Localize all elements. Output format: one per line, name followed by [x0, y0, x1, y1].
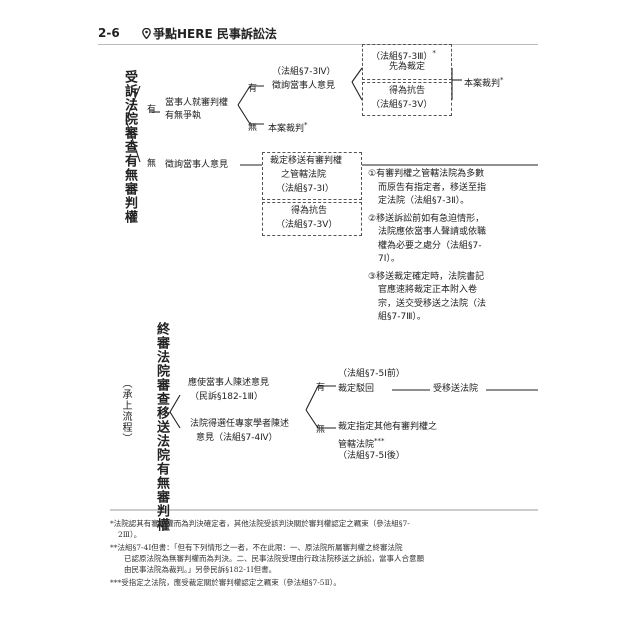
- designate-court-line2: 管轄法院***: [338, 435, 385, 452]
- ask-opinion-2: 徵詢當事人意見: [165, 160, 229, 170]
- note-item: ①有審判權之管轄法院為多數 而原告有指定者，移送至指 定法院（法組§7-3Ⅱ）。: [368, 168, 486, 209]
- note-3-line: ③移送裁定確定時，法院書記: [368, 271, 485, 282]
- jurisdiction-no-label: 無: [316, 425, 326, 435]
- footnote-2-line: **法組§7-4Ⅰ但書：「但有下列情形之一者，不在此限：一、原法院所屬審判權之終…: [110, 543, 403, 552]
- footnote-2-line: 由民事法院為裁判。」另參民訴§182-1Ⅰ但書。: [124, 565, 277, 574]
- expert-opinion-line2: 意見（法組§7-4Ⅳ）: [196, 433, 278, 443]
- party-dispute-line1: 當事人就審判權: [165, 98, 229, 108]
- location-pin-icon: [142, 27, 151, 40]
- footnote-marker: *: [500, 76, 504, 84]
- designate-court-line1: 裁定指定其他有審判權之: [338, 422, 438, 432]
- note-3-line: 宗，送交受移送之法院（法: [378, 298, 487, 309]
- note-2-line: ②移送訴訟前如有急迫情形，: [368, 213, 485, 224]
- box1-cite-text: （法組§7-3Ⅲ）: [371, 52, 433, 62]
- box-pre-ruling: [362, 44, 452, 80]
- footnote-marker: *: [304, 121, 308, 129]
- footnotes: *法院認其有審判權而為判決確定者，其他法院受該判決關於審判權認定之羈束（參法組§…: [110, 518, 424, 588]
- this-case-judgment-text: 本案裁判: [268, 124, 305, 134]
- jurisdiction-yes-label: 有: [316, 383, 326, 393]
- box2-line4: 得為抗告: [291, 206, 328, 216]
- designate-court-cite: （法組§7-5Ⅰ後）: [338, 451, 405, 461]
- box2-line5: （法組§7-3Ⅴ）: [276, 220, 338, 230]
- note-3-line: 官應速將裁定正本附入卷: [378, 285, 478, 295]
- box1-appeal-cite: （法組§7-3Ⅴ）: [371, 100, 433, 110]
- footnote-3-line: ***受指定之法院，應受裁定關於審判權認定之羈束（參法組§7-5Ⅱ）。: [110, 578, 341, 587]
- hear-parties: 應使當事人陳述意見: [188, 378, 270, 388]
- designate-court-line2-text: 管轄法院: [338, 440, 375, 450]
- box1-result-text: 本案裁判: [464, 79, 501, 89]
- header-rule: [98, 44, 538, 45]
- note-1-line: ①有審判權之管轄法院為多數: [368, 169, 485, 179]
- footnote-1-line: 2Ⅲ）。: [118, 530, 142, 539]
- box-appeal-2: [262, 202, 362, 236]
- box1-cite: （法組§7-3Ⅲ）*: [371, 47, 436, 64]
- footnote-item: **法組§7-4Ⅰ但書：「但有下列情形之一者，不在此限：一、原法院所屬審判權之終…: [110, 542, 424, 575]
- footnote-1-line: *法院認其有審判權而為判決確定者，其他法院受該判決關於審判權認定之羈束（參法組§…: [110, 519, 410, 528]
- party-dispute: 當事人就審判權 有無爭執: [165, 97, 228, 123]
- footnote-2-line: 已認原法院為無審判權而為判決。二、民事法院受理由行政法院移送之訴訟，當事人合意願: [124, 554, 424, 563]
- dispute-yes-label: 有: [248, 84, 258, 94]
- book-title: 爭點HERE 民事訴訟法: [140, 25, 277, 42]
- box2-line1: 裁定移送有審判權: [270, 156, 343, 166]
- note-item: ②移送訴訟前如有急迫情形， 法院應依當事人聲請或依職 權為必要之處分（法組§7-…: [368, 213, 486, 267]
- dispute-no-label: 無: [248, 123, 258, 133]
- box-appeal-1: [362, 82, 452, 116]
- transferee-court: 受移送法院: [433, 384, 479, 394]
- note-1-line: 而原告有指定者，移送至指: [378, 182, 487, 193]
- note-2-line: 7Ⅰ）。: [378, 254, 400, 264]
- page-number: 2-6: [98, 26, 120, 40]
- footnote-item: *法院認其有審判權而為判決確定者，其他法院受該判決關於審判權認定之羈束（參法組§…: [110, 518, 424, 540]
- this-case-judgment: 本案裁判*: [268, 119, 308, 136]
- note-item: ③移送裁定確定時，法院書記 官應速將裁定正本附入卷 宗，送交受移送之法院（法 組…: [368, 271, 486, 325]
- branch-wu-label: 無: [147, 159, 157, 169]
- ask-opinion: 徵詢當事人意見: [272, 81, 336, 91]
- box1-result: 本案裁判*: [464, 74, 504, 91]
- box2-line3: （法組§7-3Ⅰ）: [276, 184, 334, 194]
- box1-appeal: 得為抗告: [389, 86, 426, 96]
- branch-you-label: 有: [147, 105, 157, 115]
- box2-line2: 之管轄法院: [281, 170, 327, 180]
- footnote-marker: *: [432, 49, 436, 57]
- section2-title: 終審法院審查移送法院有無審判權: [154, 322, 169, 532]
- note-3-line: 組§7-7Ⅲ）。: [378, 312, 426, 322]
- expert-opinion-line1: 法院得選任專家學者陳述: [190, 419, 290, 429]
- ruling-dismiss: 裁定駁回: [338, 384, 375, 394]
- note-1-line: 定法院（法組§7-3Ⅱ）。: [378, 196, 470, 206]
- note-2-line: 權為必要之處分（法組§7-: [378, 240, 482, 251]
- note-2-line: 法院應依當事人聲請或依職: [378, 227, 487, 237]
- side-label-continued: （承上流程）: [120, 378, 131, 444]
- yes-cite: （法組§7-5Ⅰ前）: [338, 369, 405, 379]
- section1-title: 受訴法院審查有無審判權: [122, 70, 137, 224]
- transfer-notes: ①有審判權之管轄法院為多數 而原告有指定者，移送至指 定法院（法組§7-3Ⅱ）。…: [368, 168, 486, 325]
- footnote-item: ***受指定之法院，應受裁定關於審判權認定之羈束（參法組§7-5Ⅱ）。: [110, 577, 424, 588]
- footnote-marker: ***: [374, 437, 385, 445]
- box1-pre-ruling: 先為裁定: [389, 62, 426, 72]
- party-dispute-line2: 有無爭執: [165, 111, 202, 121]
- cite-7-3-4: （法組§7-3Ⅳ）: [272, 67, 336, 77]
- hear-parties-cite: （民訴§182-1Ⅲ）: [190, 392, 263, 402]
- box-transfer-ruling: [262, 152, 362, 200]
- book-title-text: 爭點HERE 民事訴訟法: [153, 27, 277, 41]
